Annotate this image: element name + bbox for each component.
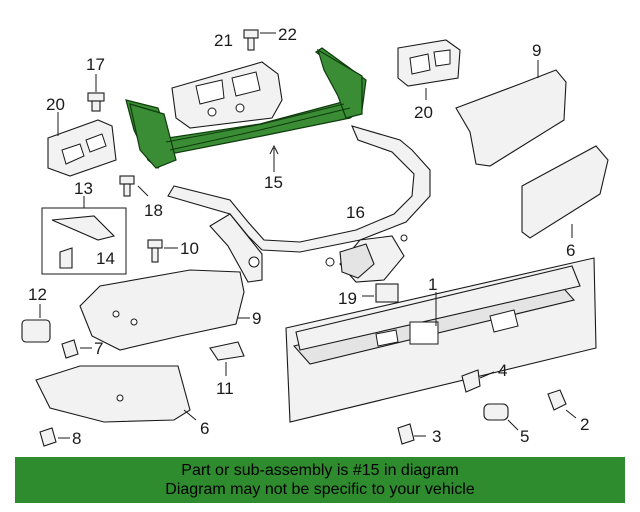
part-12-sensor: [21, 304, 51, 343]
part-1-step-panel: [285, 257, 597, 423]
part-3-clip: [397, 423, 426, 445]
banner-line-1: Part or sub-assembly is #15 in diagram: [181, 462, 459, 479]
part-6-right-bumper-end: [521, 145, 609, 239]
callout-18: 18: [144, 201, 163, 220]
part-15-bumper-reinforcement: [125, 47, 367, 169]
callout-9-lower: 9: [252, 309, 261, 328]
callout-21: 21: [214, 31, 233, 50]
callout-19: 19: [338, 289, 357, 308]
callout-6-left: 6: [200, 419, 209, 438]
callout-1: 1: [428, 275, 437, 294]
part-8-clip: [39, 427, 70, 447]
callout-12: 12: [28, 285, 47, 304]
bolt-22: [243, 29, 276, 51]
part-20-left-bracket: [47, 112, 117, 177]
part-11-bracket: [209, 341, 245, 376]
banner-line-2: Diagram may not be specific to your vehi…: [165, 481, 475, 498]
callout-17: 17: [86, 55, 105, 74]
part-21-center-bracket: [171, 61, 283, 129]
callout-11: 11: [216, 379, 234, 398]
part-16-hitch-frame: [167, 125, 431, 283]
callout-8: 8: [72, 429, 81, 448]
callout-20-right: 20: [414, 103, 433, 122]
parts-diagram: 1 2 3 4 5 6 6 7 8 9 9 10 11 12 13 14 15 …: [21, 25, 609, 448]
bolt-10: [147, 239, 178, 263]
callout-15-arrow: [269, 144, 279, 172]
part-9-upper-right-end: [455, 60, 567, 167]
part-2-clip: [547, 389, 577, 419]
callout-5: 5: [520, 427, 529, 446]
callout-16: 16: [346, 203, 365, 222]
callout-4: 4: [498, 361, 507, 380]
part-6-left-bumper-end: [35, 365, 197, 423]
callout-9-top: 9: [532, 41, 541, 60]
callout-2: 2: [580, 415, 589, 434]
part-19-plug: [362, 283, 399, 303]
part-13-group-box: [41, 196, 127, 275]
callout-6-right: 6: [566, 241, 575, 260]
bolt-18: [119, 175, 149, 197]
callout-10: 10: [180, 239, 199, 258]
part-9-lower-left-end: [79, 269, 250, 351]
callout-7: 7: [94, 339, 103, 358]
part-4-bracket: [461, 369, 495, 393]
callout-15: 15: [264, 173, 283, 192]
callout-3: 3: [432, 427, 441, 446]
callout-22: 22: [278, 25, 297, 44]
bolt-17: [87, 74, 105, 112]
callout-13: 13: [74, 179, 93, 198]
callout-20-left: 20: [46, 95, 65, 114]
callout-14: 14: [96, 249, 115, 268]
part-7-clip: [61, 339, 92, 359]
info-banner: Part or sub-assembly is #15 in diagram D…: [15, 457, 625, 503]
part-5-cap: [483, 403, 519, 431]
part-20-right-bracket: [397, 39, 461, 100]
